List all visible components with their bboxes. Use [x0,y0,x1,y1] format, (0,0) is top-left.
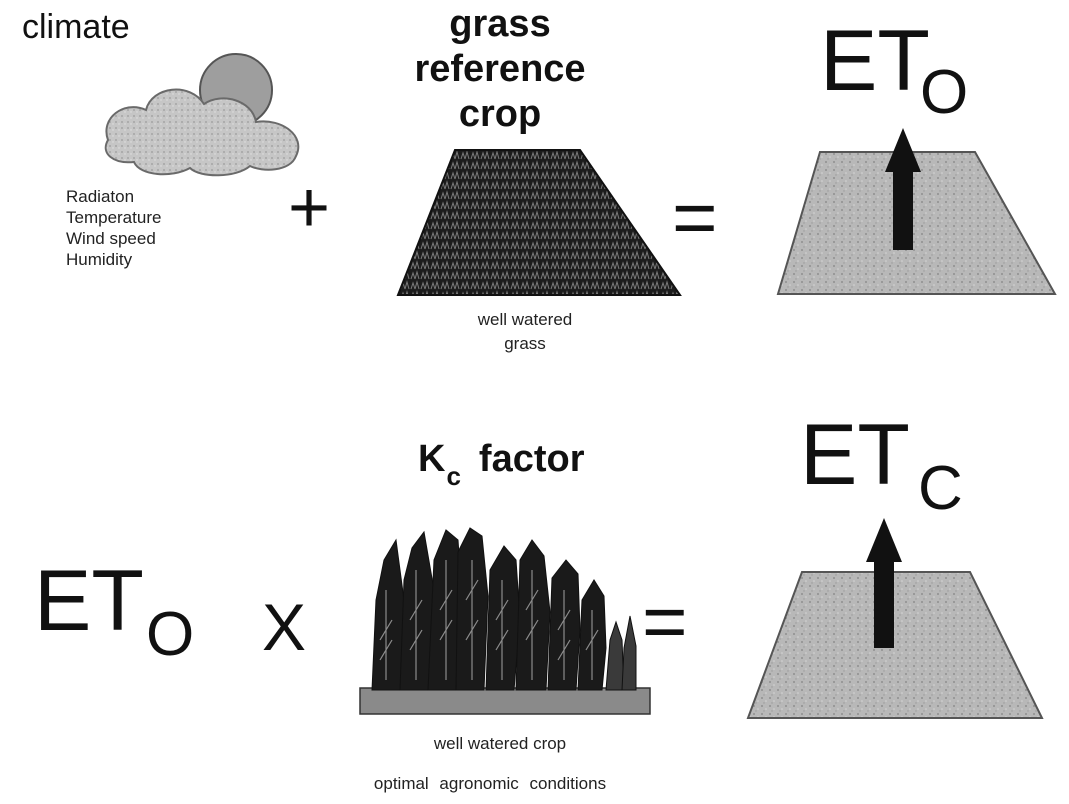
crop-et-field-icon [746,571,1044,719]
factor-humidity: Humidity [66,250,133,269]
grass-title-line-3: crop [458,93,542,135]
et0-label-main: ET [820,13,930,109]
crop-caption-well-watered: well watered crop [433,734,567,753]
grass-title-line-1: grass [449,3,551,45]
grass-field-icon [396,149,682,296]
et0-term-main: ET [34,553,144,649]
etc-label-subscript: C [918,454,963,523]
grass-reference-crop-title: grass reference crop [360,2,640,137]
equals-operator-bottom: = [642,577,688,665]
kc-letter: K [418,438,446,480]
up-arrow-icon [885,128,921,250]
kc-factor-word: factor [478,438,585,480]
factor-radiation: Radiaton [66,187,135,206]
et0-term-subscript: O [146,600,195,669]
up-arrow-icon [866,518,902,648]
times-operator: X [262,590,307,664]
crop-caption-optimal-conditions: optimal agronomic conditions [373,774,607,793]
etc-label-main: ET [800,407,910,503]
climate-label: climate [22,8,130,46]
factor-wind-speed: Wind speed [66,229,156,248]
et0-label-subscript: O [920,58,969,127]
grass-caption: well watered grass [400,308,650,356]
reference-field-icon [776,151,1057,295]
plus-operator: + [288,168,331,248]
climate-factor-list: Radiaton Temperature Wind speed Humidity [66,186,161,270]
crop-field-icon [359,527,651,715]
grass-caption-line-1: well watered [477,310,573,329]
cloud-icon [104,88,300,177]
factor-temperature: Temperature [66,208,162,227]
grass-caption-line-2: grass [504,334,546,353]
kc-subscript: c [446,461,461,491]
grass-title-line-2: reference [414,48,586,90]
equals-operator-top: = [672,173,718,261]
